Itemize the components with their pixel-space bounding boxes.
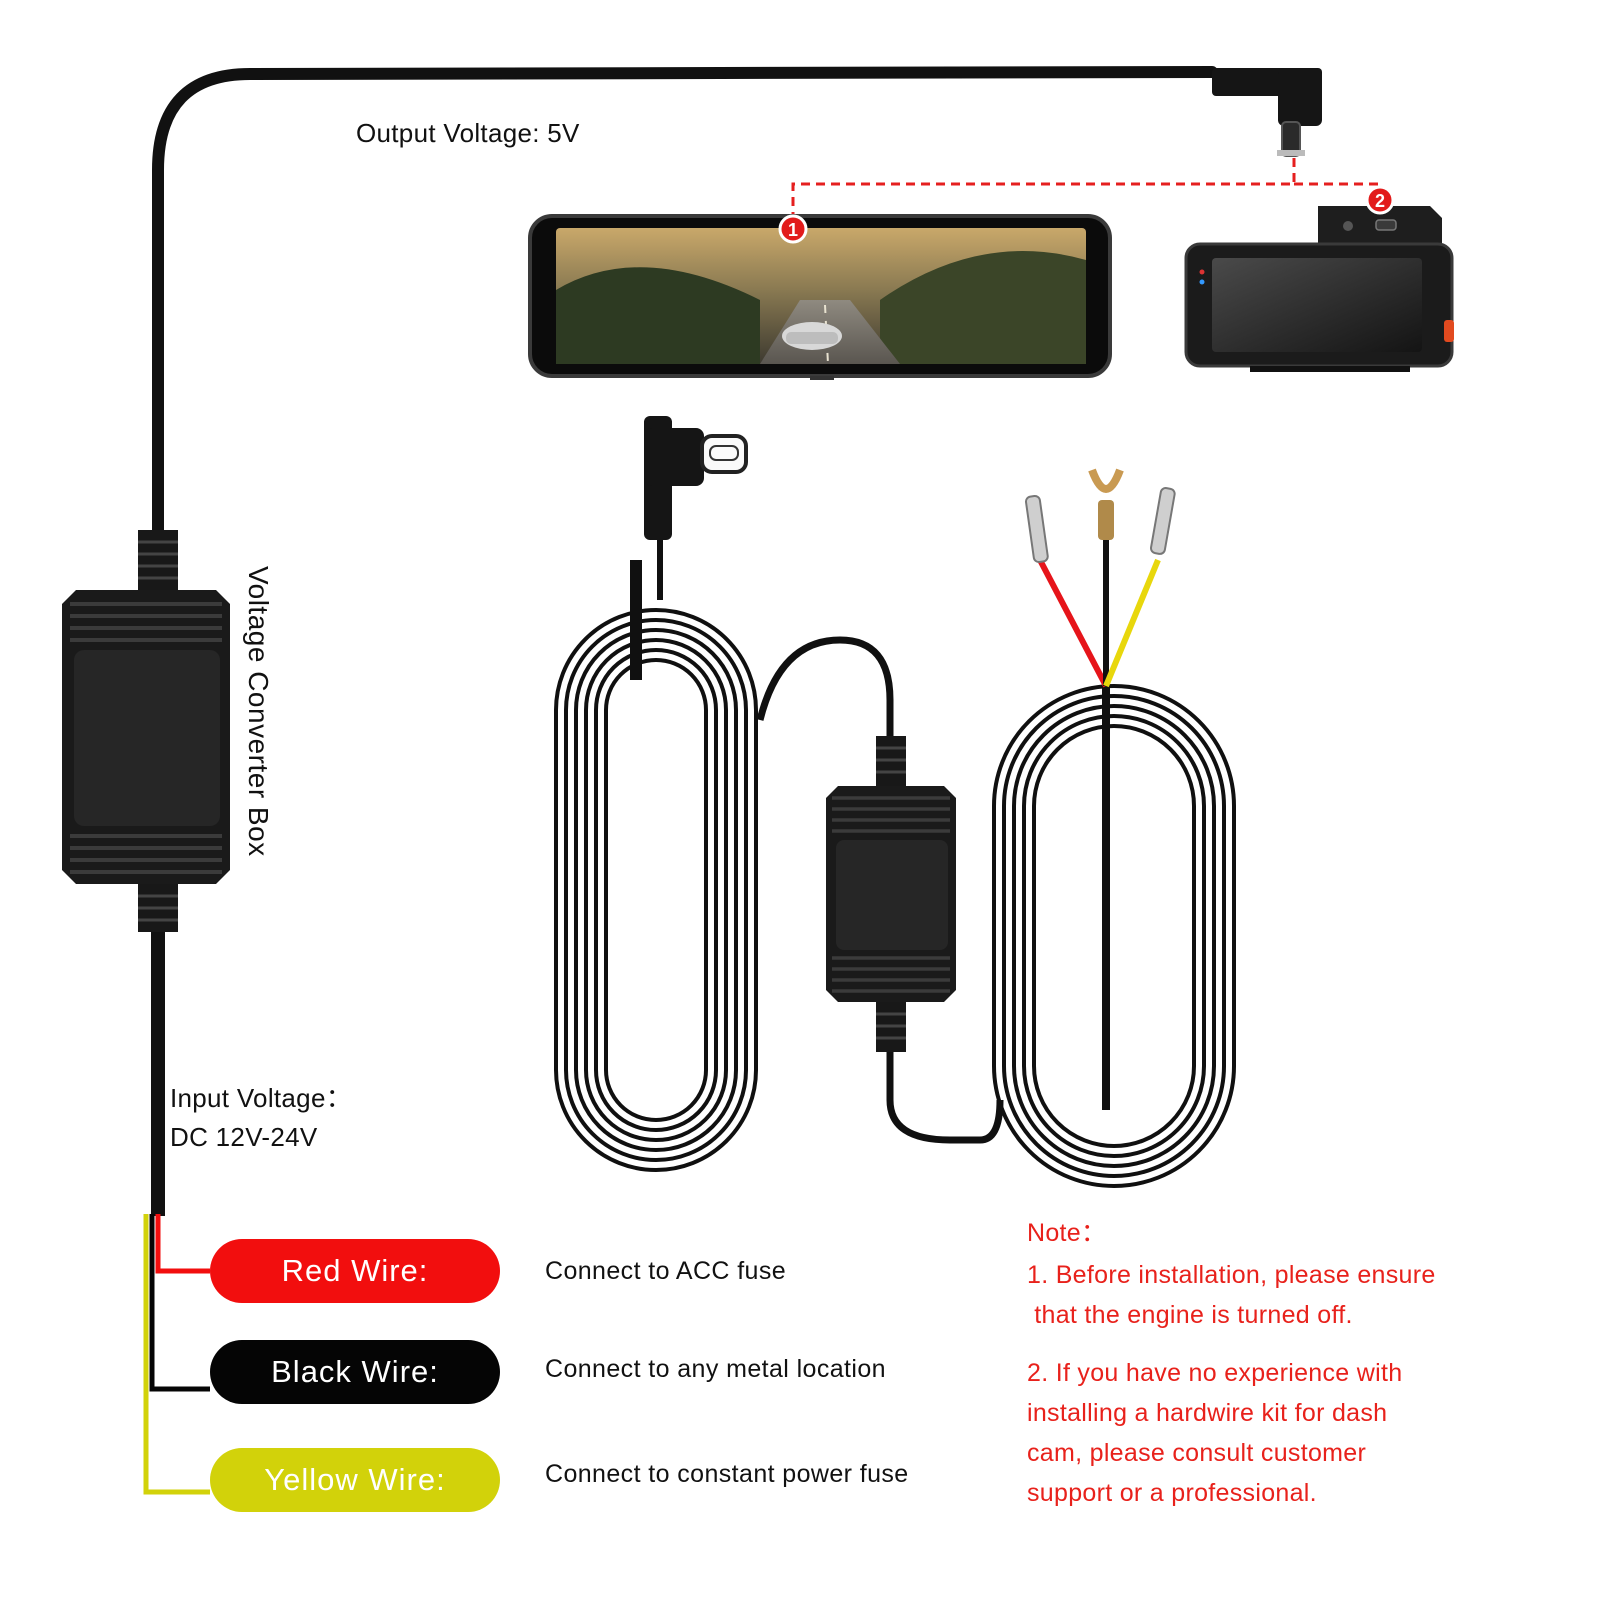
compact-dash-cam (1184, 206, 1454, 372)
yellow-wire-badge: Yellow Wire: (210, 1448, 500, 1512)
fork-terminal-black (1088, 468, 1124, 540)
svg-text:2: 2 (1375, 191, 1385, 211)
output-voltage-label: Output Voltage: 5V (356, 118, 580, 148)
left-power-cable (152, 66, 1322, 536)
product-converter-box (826, 736, 956, 1052)
input-voltage-title: Input Voltage： (170, 1083, 352, 1113)
yellow-wire-description: Connect to constant power fuse (545, 1460, 909, 1488)
note-item1-line2: that the engine is turned off. (1027, 1301, 1353, 1329)
split-wires (143, 1214, 210, 1495)
marker-2: 2 (1365, 185, 1395, 215)
usb-c-connector (644, 416, 748, 540)
note-item2-line4: support or a professional. (1027, 1479, 1317, 1507)
black-wire-description: Connect to any metal location (545, 1355, 886, 1383)
note-item2-line1: 2. If you have no experience with (1027, 1359, 1403, 1387)
converter-box-label: Voltage Converter Box (243, 566, 274, 857)
red-wire-badge: Red Wire: (210, 1239, 500, 1303)
bullet-terminal-yellow (1149, 487, 1176, 555)
note-item1-line1: 1. Before installation, please ensure (1027, 1261, 1436, 1289)
connection-dashes (791, 158, 1382, 220)
note-item2-line2: installing a hardwire kit for dash (1027, 1399, 1388, 1427)
marker-1: 1 (778, 214, 808, 244)
red-wire-description: Connect to ACC fuse (545, 1257, 787, 1285)
product-hardwire-kit (554, 416, 1236, 1188)
mirror-dash-cam (528, 214, 1112, 380)
note-title: Note： (1027, 1219, 1107, 1247)
note-item2-line3: cam, please consult customer (1027, 1439, 1367, 1467)
voltage-converter-box (62, 530, 230, 1216)
input-voltage-value: DC 12V-24V (170, 1122, 318, 1152)
svg-text:1: 1 (788, 220, 798, 240)
bullet-terminal-red (1024, 495, 1049, 564)
black-wire-badge: Black Wire: (210, 1340, 500, 1404)
